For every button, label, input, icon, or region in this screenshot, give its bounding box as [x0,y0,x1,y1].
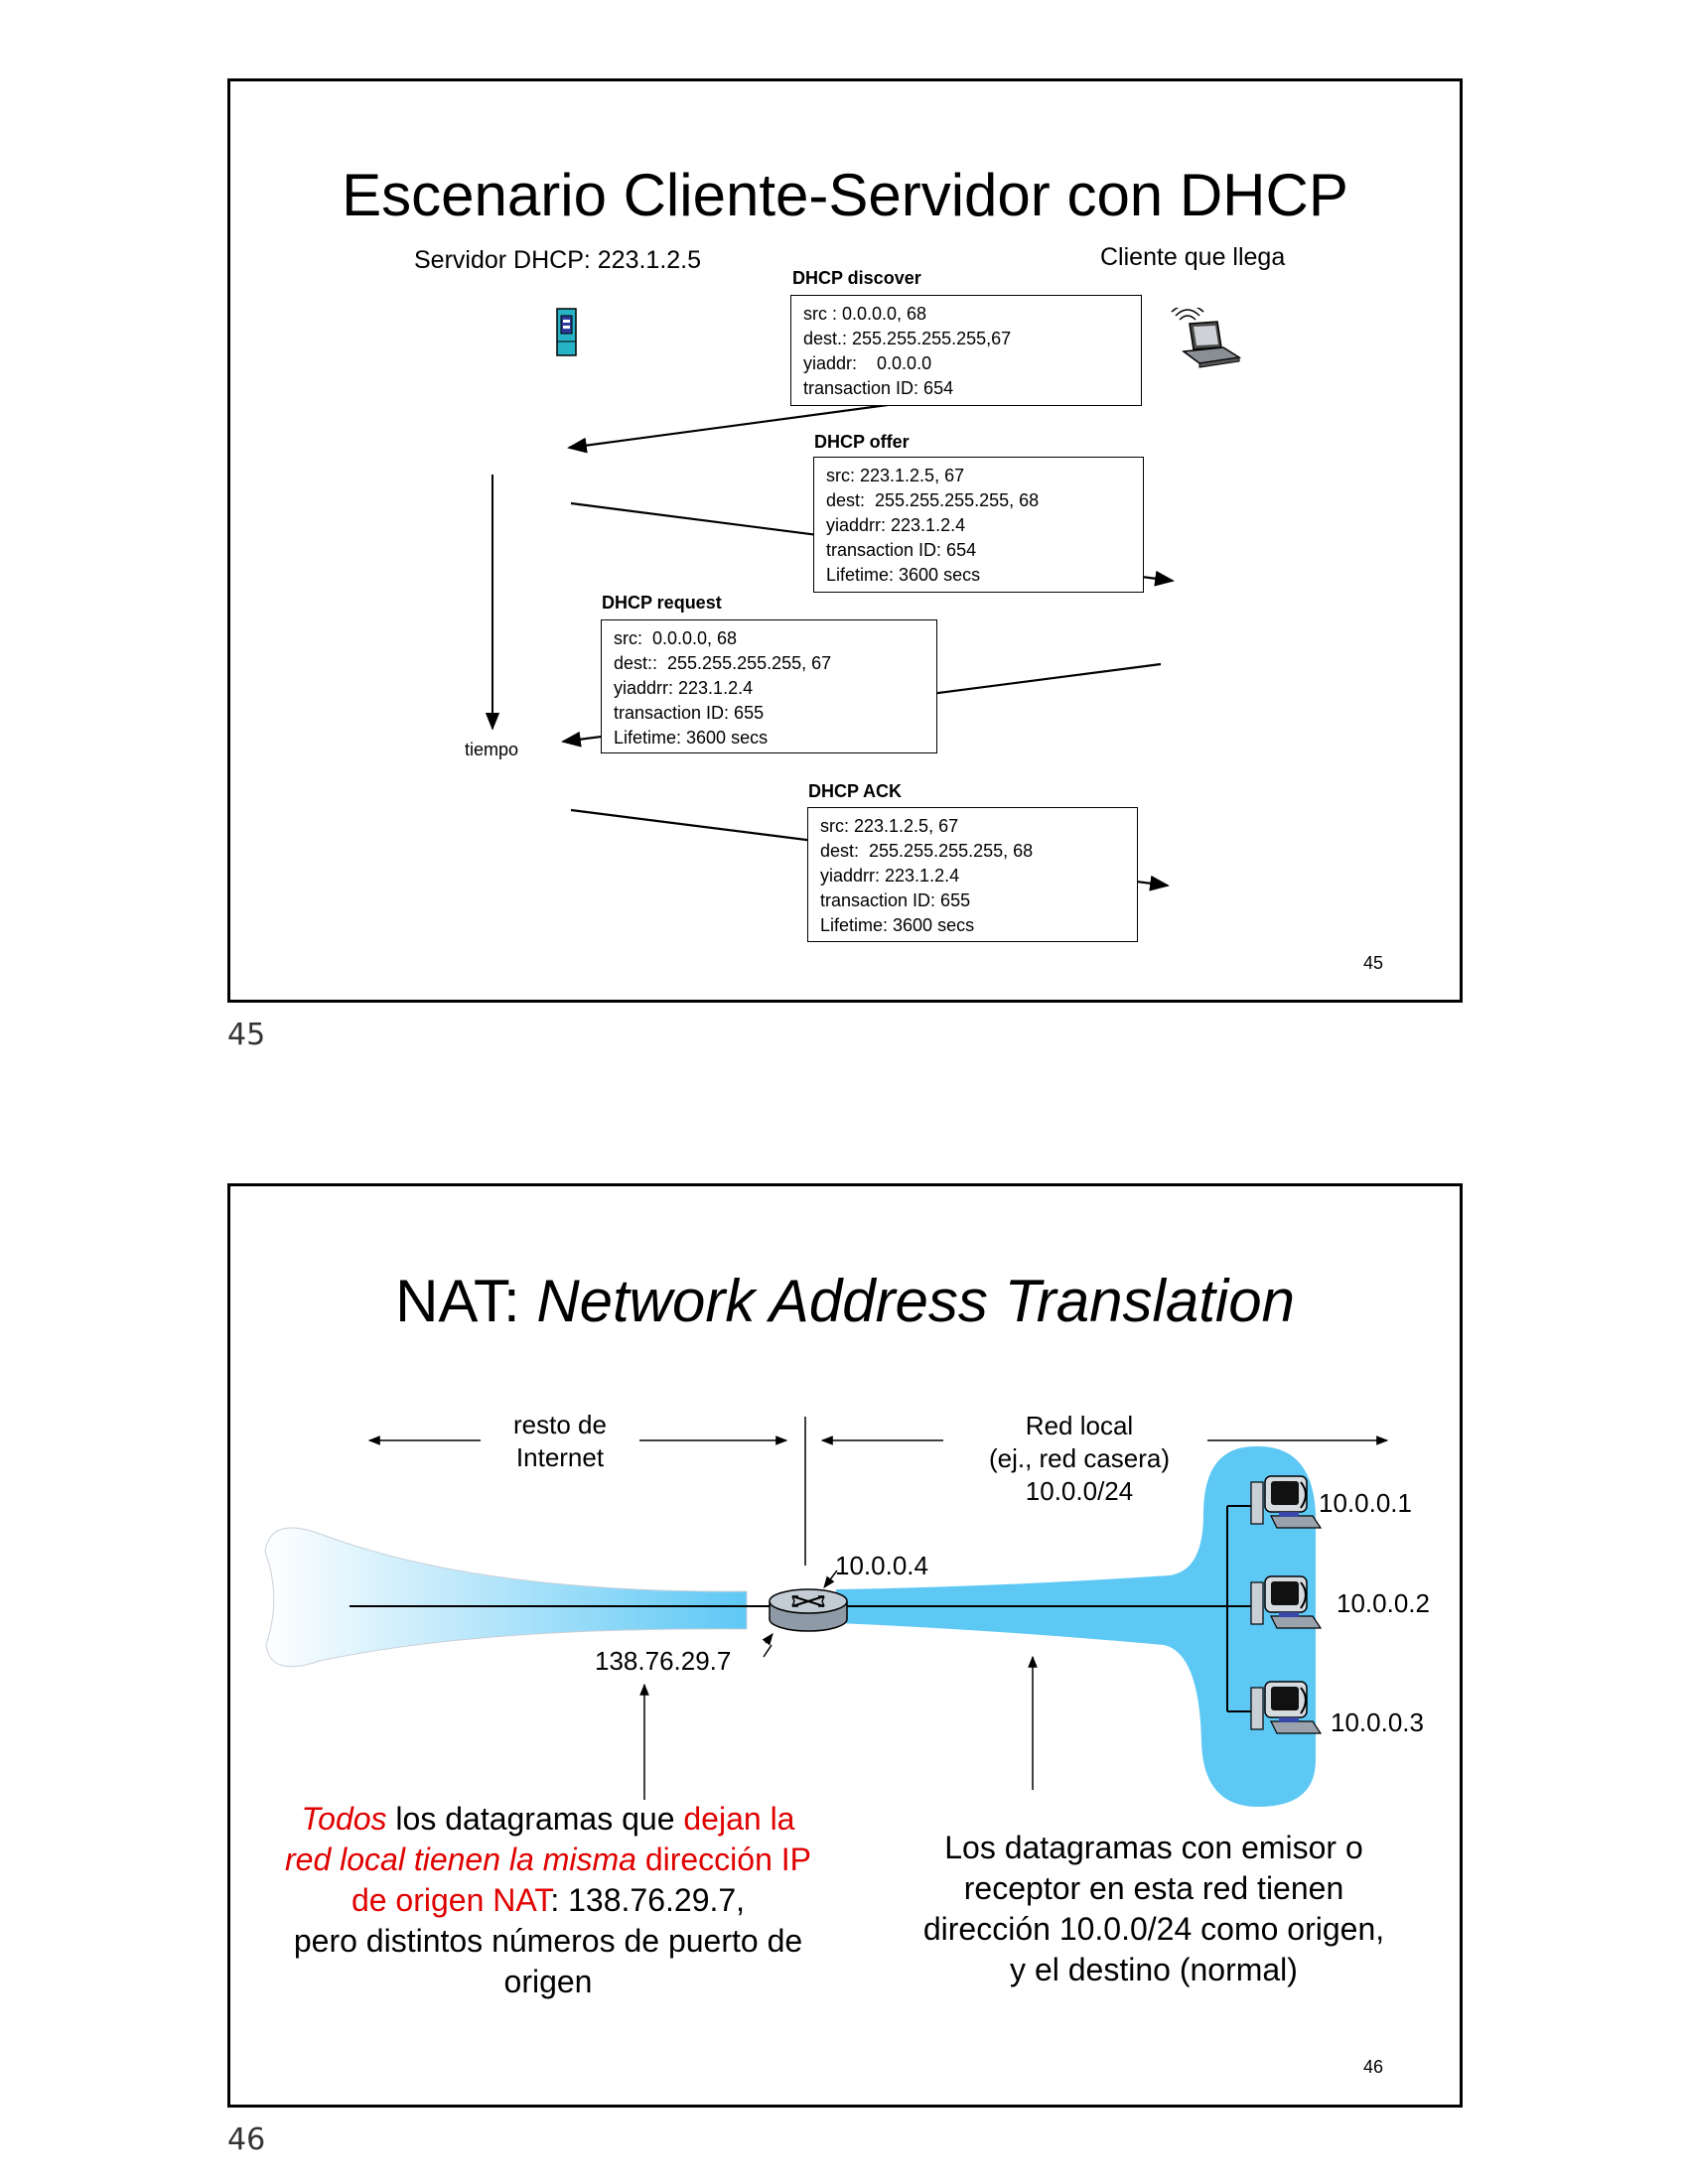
discover-box: src : 0.0.0.0, 68 dest.: 255.255.255.255… [790,295,1142,406]
slide-page-number: 45 [1363,953,1384,973]
offer-box: src: 223.1.2.5, 67 dest: 255.255.255.255… [813,457,1144,593]
discover-title: DHCP discover [792,268,921,288]
server-icon [556,308,577,356]
router-icon [769,1588,848,1632]
wireless-signal-icon [1171,308,1204,321]
msg-line: src: 223.1.2.5, 67 [826,466,965,485]
msg-line: yiaddrr: 223.1.2.4 [614,678,754,698]
msg-line: src: 223.1.2.5, 67 [820,816,959,836]
msg-line: dest:: 255.255.255.255, 67 [614,653,832,673]
note-left: Todos los datagramas que dejan la red lo… [284,1801,811,1999]
slide-nat: NAT: Network Address Translation [227,1183,1463,2108]
local-network-area [836,1445,1316,1807]
host-ip-1: 10.0.0.1 [1319,1488,1412,1518]
tick-outside-ip [763,1644,773,1658]
msg-line: Lifetime: 3600 secs [826,565,981,585]
msg-line: transaction ID: 655 [820,890,971,910]
router-inside-ip: 10.0.0.4 [835,1551,928,1580]
ack-title: DHCP ACK [808,781,903,801]
server-label: Servidor DHCP: 223.1.2.5 [414,246,702,274]
msg-line: transaction ID: 654 [826,540,977,560]
internet-pipe [264,1527,748,1668]
msg-line: transaction ID: 654 [803,378,954,398]
router-outside-ip: 138.76.29.7 [595,1646,732,1676]
title-prefix: NAT: [395,1268,537,1334]
msg-line: transaction ID: 655 [614,703,765,723]
slide-title: NAT: Network Address Translation [230,1267,1460,1335]
desktop-computer-icon [1250,1475,1323,1529]
laptop-icon [1171,308,1242,368]
page-number: 45 [227,1018,266,1052]
offer-title: DHCP offer [814,432,910,452]
msg-line: dest.: 255.255.255.255,67 [803,329,1012,348]
ack-box: src: 223.1.2.5, 67 dest: 255.255.255.255… [807,807,1138,942]
msg-line: dest: 255.255.255.255, 68 [826,490,1040,510]
arrow-inside-ip [823,1570,838,1588]
note-right: Los datagramas con emisor o receptor en … [922,1830,1385,1987]
msg-line: dest: 255.255.255.255, 68 [820,841,1034,861]
title-italic: Network Address Translation [536,1268,1295,1334]
msg-line: src: 0.0.0.0, 68 [614,628,738,648]
client-label: Cliente que llega [1100,243,1286,271]
msg-line: yiaddrr: 223.1.2.4 [820,866,960,886]
request-title: DHCP request [602,593,722,613]
msg-line: yiaddrr: 223.1.2.4 [826,515,966,535]
msg-line: src : 0.0.0.0, 68 [803,304,927,324]
local-network-label: Red local (ej., red casera) 10.0.0/24 [988,1411,1171,1506]
nat-diagram [264,1417,1389,1807]
time-label: tiempo [465,740,519,759]
desktop-computer-icon [1250,1681,1323,1734]
page-number: 46 [227,2122,266,2157]
internet-label: resto de Internet [513,1410,607,1472]
slide-dhcp: Escenario Cliente-Servidor con DHCP Serv… [227,78,1463,1003]
desktop-computer-icon [1250,1575,1323,1629]
host-ip-2: 10.0.0.2 [1336,1588,1430,1618]
request-box: src: 0.0.0.0, 68 dest:: 255.255.255.255,… [601,619,937,753]
msg-line: yiaddr: 0.0.0.0 [803,353,932,373]
host-ip-3: 10.0.0.3 [1331,1707,1424,1737]
slide-page-number: 46 [1363,2057,1384,2077]
msg-line: Lifetime: 3600 secs [820,915,975,935]
slide-title: Escenario Cliente-Servidor con DHCP [342,162,1348,228]
msg-line: Lifetime: 3600 secs [614,728,769,748]
